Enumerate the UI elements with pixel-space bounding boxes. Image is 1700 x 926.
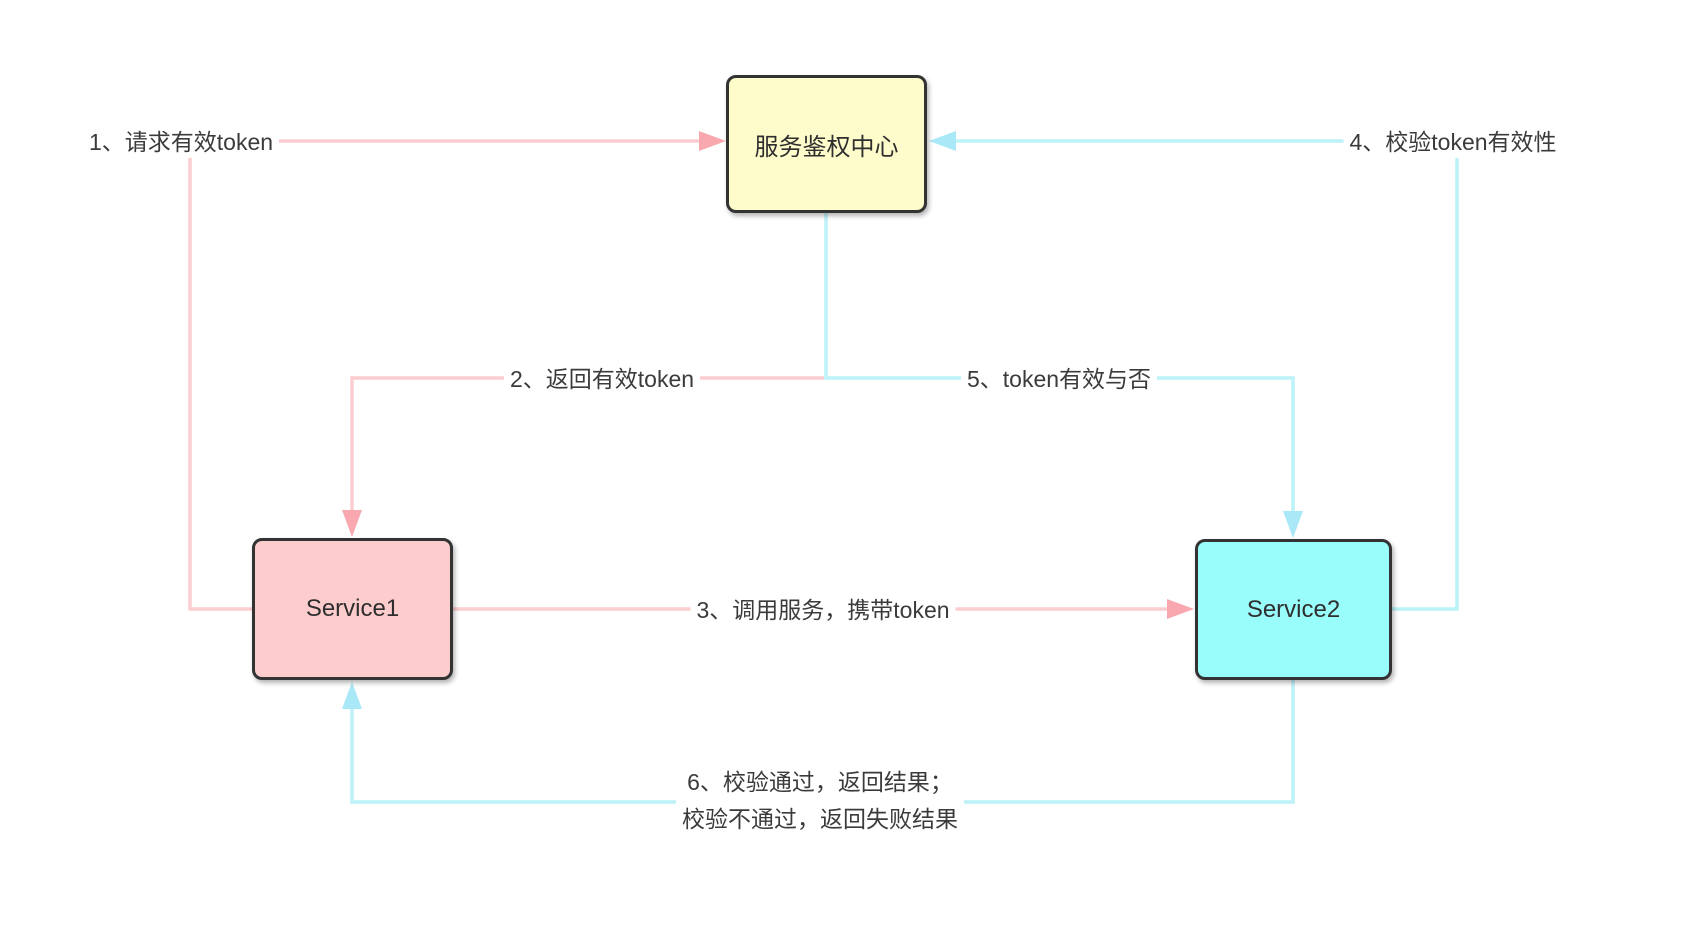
edge-label-2-return-token: 2、返回有效token [503, 359, 701, 395]
arrowhead-e3 [1167, 599, 1194, 619]
edge-label-5-token-valid: 5、token有效与否 [960, 359, 1158, 395]
edge-label-6-line2: 校验不通过，返回失败结果 [682, 806, 958, 832]
node-service1-label: Service1 [305, 595, 400, 622]
connector-e4 [955, 139, 1459, 611]
connector-e2 [350, 376, 824, 514]
node-service1: Service1 [252, 538, 453, 680]
arrowhead-e1 [699, 131, 726, 151]
node-service2-label: Service2 [1246, 595, 1341, 623]
connector-e1 [188, 139, 700, 611]
arrowhead-e4 [929, 131, 956, 151]
arrowhead-e2 [342, 510, 362, 537]
node-service2: Service2 [1195, 539, 1392, 680]
arrowhead-e5 [1283, 511, 1303, 538]
edge-label-6-line1: 6、校验通过，返回结果； [687, 769, 953, 795]
edge-label-3-call-service: 3、调用服务，携带token [690, 590, 956, 626]
node-auth-center: 服务鉴权中心 [726, 75, 927, 213]
edge-label-6-return-result: 6、校验通过，返回结果； 校验不通过，返回失败结果 [676, 763, 964, 839]
node-auth-center-label: 服务鉴权中心 [754, 133, 899, 161]
edge-label-4-verify-token: 4、校验token有效性 [1343, 122, 1563, 158]
edge-label-1-request-token: 1、请求有效token [82, 122, 280, 158]
arrowhead-e6 [342, 682, 362, 709]
